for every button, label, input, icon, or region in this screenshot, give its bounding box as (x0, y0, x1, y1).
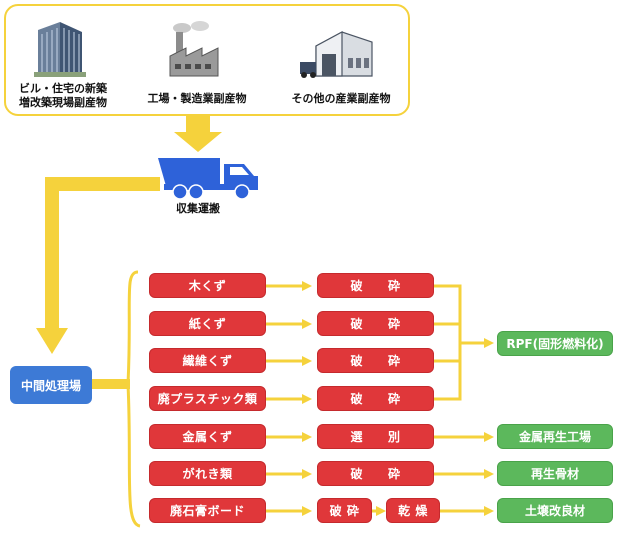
product-rpf: RPF(固形燃料化) (497, 331, 613, 356)
material-rubble: がれき類 (149, 461, 266, 486)
source-label-other: その他の産業副産物 (291, 92, 391, 105)
transport-label: 収集運搬 (176, 202, 220, 215)
process-crush-plastic: 破 砕 (317, 386, 434, 411)
material-gypsum-board: 廃石膏ボード (149, 498, 266, 523)
product-metal-recycling: 金属再生工場 (497, 424, 613, 449)
process-crush-rubble: 破 砕 (317, 461, 434, 486)
source-label-building: ビル・住宅の新築 増改築現場副産物 (19, 82, 107, 109)
warehouse-icon (300, 30, 373, 78)
process-crush-gypsum: 破 砕 (317, 498, 372, 523)
material-metal: 金属くず (149, 424, 266, 449)
process-crush-paper: 破 砕 (317, 311, 434, 336)
source-label-factory: 工場・製造業副産物 (147, 92, 247, 105)
product-soil-improver: 土壌改良材 (497, 498, 613, 523)
process-sort-metal: 選 別 (317, 424, 434, 449)
factory-icon (169, 21, 219, 77)
material-fiber: 繊維くず (149, 348, 266, 373)
intermediate-facility-box: 中間処理場 (10, 366, 92, 404)
material-paper: 紙くず (149, 311, 266, 336)
material-plastic: 廃プラスチック類 (149, 386, 266, 411)
material-wood: 木くず (149, 273, 266, 298)
process-crush-fiber: 破 砕 (317, 348, 434, 373)
process-crush-wood: 破 砕 (317, 273, 434, 298)
process-dry-gypsum: 乾 燥 (386, 498, 440, 523)
product-recycled-aggregate: 再生骨材 (497, 461, 613, 486)
dump-truck-icon (158, 158, 258, 200)
building-icon (34, 22, 86, 77)
